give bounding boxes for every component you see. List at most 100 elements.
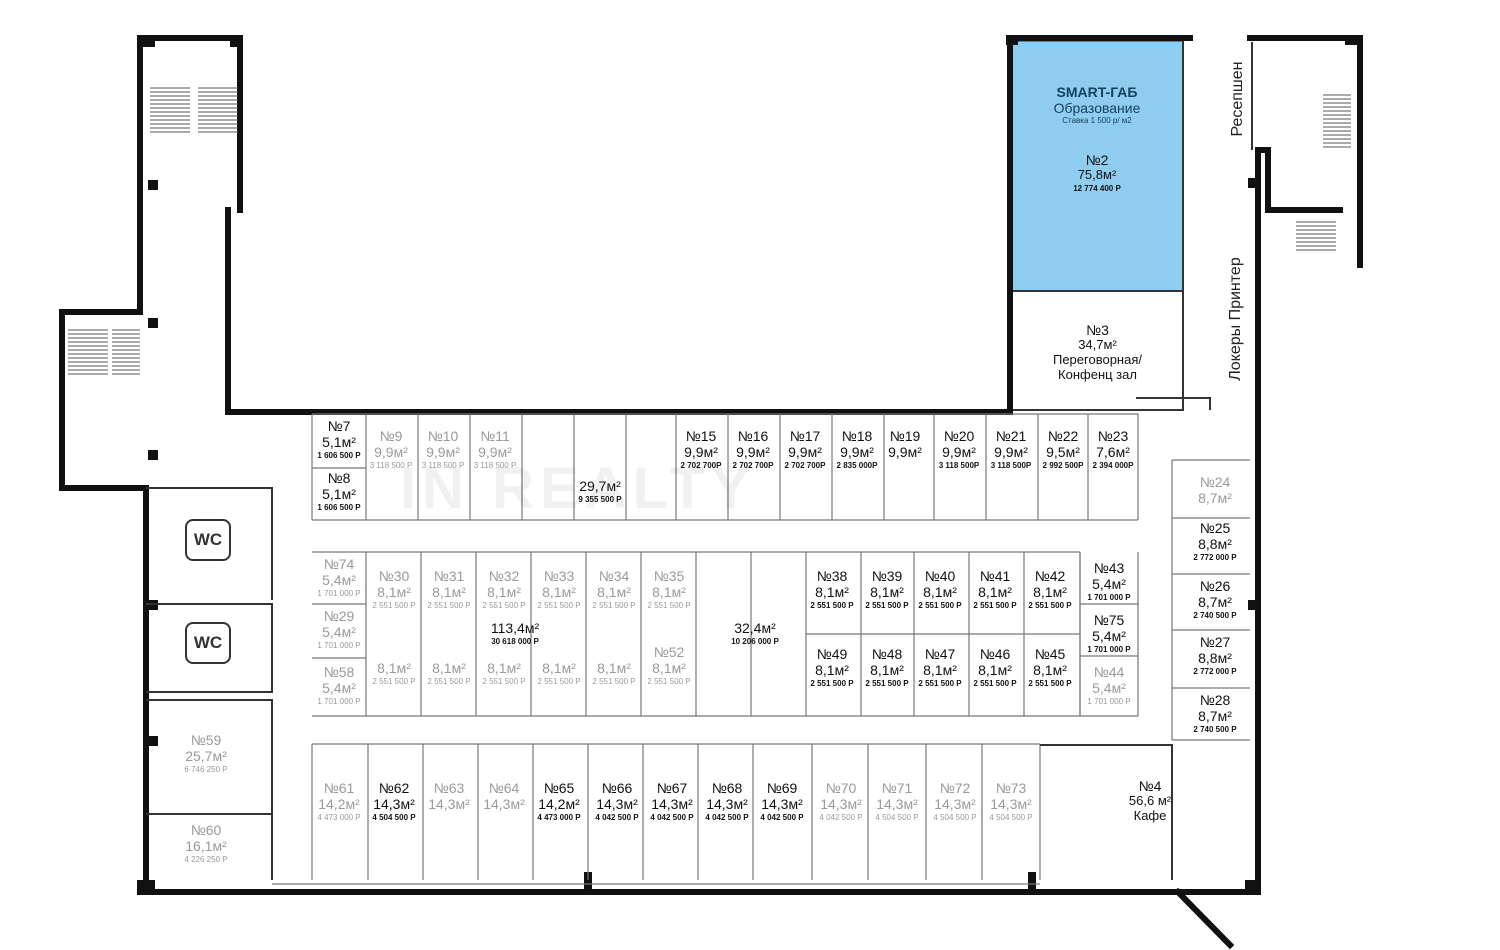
room-area: 9,9м² (736, 444, 770, 461)
room-2-highlight[interactable] (1010, 40, 1184, 292)
room-price: 3 118 500 Р (421, 461, 465, 471)
room-n: №74 (323, 556, 355, 572)
room-area: 32,4м² (734, 620, 776, 636)
room-price: 4 042 500 Р (595, 813, 639, 823)
room-n: №44 (1093, 664, 1125, 680)
room-area: 8,8м² (1198, 650, 1232, 667)
room-price: 4 504 500 Р (372, 813, 416, 823)
room-area: 9,9м² (426, 444, 460, 461)
room-area: 8,1м² (978, 584, 1012, 601)
room-price: 4 473 000 Р (317, 813, 361, 823)
room-area: 8,1м² (923, 584, 957, 601)
room-desc1: Кафе (1133, 808, 1167, 824)
room-price: 3 118 500 Р (473, 461, 517, 471)
room-area: 5,4м² (322, 572, 356, 589)
room-area: 14,3м² (373, 796, 415, 813)
room-n: №29 (323, 608, 355, 624)
room-price: 1 701 000 Р (317, 697, 361, 707)
room-price: 12 774 400 Р (1073, 184, 1121, 194)
room-n: №32 (488, 568, 520, 584)
room-area: 8,1м² (652, 584, 686, 601)
room-n: №45 (1034, 646, 1066, 662)
room-area: 25,7м² (185, 748, 227, 765)
room-area: 5,1м² (322, 434, 356, 451)
room-n: №40 (924, 568, 956, 584)
room-area: 9,9м² (994, 444, 1028, 461)
partitions (272, 413, 1250, 885)
room-price: 10 206 000 Р (731, 637, 779, 647)
room-price: 2 551 500 Р (427, 601, 471, 611)
room-area: 9,9м² (788, 444, 822, 461)
room-area: 8,1м² (377, 660, 411, 676)
